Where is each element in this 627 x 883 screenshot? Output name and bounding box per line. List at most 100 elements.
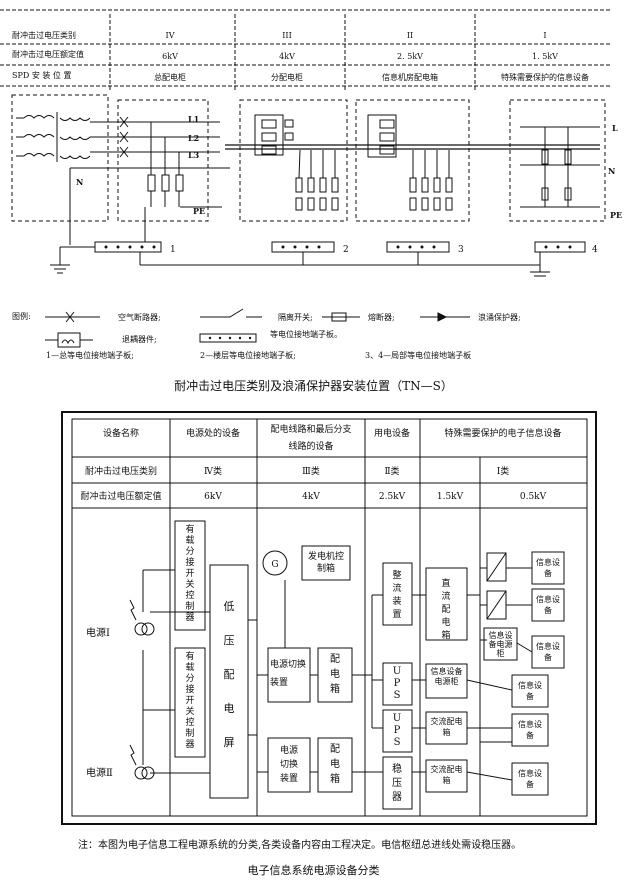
label-pe: PE bbox=[193, 206, 205, 216]
dist-box-2 bbox=[317, 737, 353, 793]
col-ii-position: 信息机房配电箱 bbox=[382, 72, 438, 82]
ups-box-2 bbox=[382, 709, 413, 753]
legend-bar-dots bbox=[208, 336, 252, 340]
hdr-load: 用电设备 bbox=[374, 427, 410, 439]
info-cab-2-label: 信息设备电源柜 bbox=[488, 631, 513, 658]
legend-breaker: 空气断路器; bbox=[118, 312, 161, 322]
legend-isolator: 隔离开关; bbox=[278, 312, 313, 322]
info-box-6 bbox=[511, 762, 549, 796]
transfer-box-1 bbox=[267, 647, 311, 703]
earth-bars bbox=[50, 207, 586, 277]
source-2-icon bbox=[129, 744, 155, 780]
rectifier-label: 整流装置 bbox=[392, 571, 402, 620]
info-5-label: 信息设备 bbox=[518, 720, 542, 740]
col-iv-cat: IV bbox=[166, 31, 175, 40]
legend-note-1: 1—总等电位接地端子板; bbox=[46, 350, 134, 360]
label-l3: L3 bbox=[188, 150, 200, 160]
col-ii-cat: II bbox=[407, 31, 413, 40]
switch-controller-2 bbox=[174, 647, 206, 758]
earth-bar-dots bbox=[104, 245, 572, 249]
source-2-label: 电源Ⅱ bbox=[86, 768, 113, 779]
hdr-special: 特殊需要保护的电子信息设备 bbox=[444, 427, 561, 439]
info-cab-box-1 bbox=[425, 663, 468, 699]
ups-2-label: UPS bbox=[392, 713, 402, 748]
source-1-icon bbox=[129, 599, 155, 636]
ac-dist-2-label: 交流配电箱 bbox=[430, 765, 463, 785]
col-iii-position: 分配电柜 bbox=[271, 72, 303, 82]
bottom-connections bbox=[142, 567, 533, 781]
converter-box-1 bbox=[486, 552, 507, 582]
bar-3-label: 3 bbox=[458, 245, 464, 255]
label-n: N bbox=[76, 177, 83, 187]
top-header-table bbox=[0, 9, 612, 90]
switch-controller-1 bbox=[174, 520, 206, 631]
col-i-value: 1. 5kV bbox=[532, 52, 558, 61]
info-2-label: 信息设备 bbox=[536, 595, 560, 615]
bottom-note: 注：本图为电子信息工程电源系统的分类,各类设备内容由工程决定。电信枢纽总进线处需… bbox=[78, 840, 522, 851]
legend-title: 图例: bbox=[12, 311, 31, 321]
info-box-1 bbox=[531, 551, 565, 585]
legend-decoupler: 退耦器件; bbox=[122, 334, 157, 344]
row-rated-label: 耐冲击过电压额定值 bbox=[12, 49, 84, 59]
transfer-box-2 bbox=[267, 737, 311, 793]
info-3-label: 信息设备 bbox=[536, 642, 560, 662]
transformer-icon bbox=[16, 112, 91, 162]
ups-box-1 bbox=[382, 662, 413, 706]
stabilizer-box bbox=[382, 756, 413, 810]
row-rated-v4: 1.5kV bbox=[437, 492, 464, 502]
bar-2-label: 2 bbox=[343, 245, 349, 255]
info-box-5 bbox=[511, 713, 549, 747]
hdr-name: 设备名称 bbox=[103, 427, 139, 439]
row-position-label: SPD 安 装 位 置 bbox=[12, 70, 71, 80]
row-category-label: 耐冲击过电压类别 bbox=[12, 30, 76, 40]
bar-1-label: 1 bbox=[170, 245, 176, 255]
info-1-label: 信息设备 bbox=[536, 558, 560, 578]
legend-symbols bbox=[45, 308, 470, 348]
row-cat-v4: Ⅰ类 bbox=[497, 465, 510, 477]
row-cat-label: 耐冲击过电压类别 bbox=[85, 465, 157, 477]
equipment-boxes bbox=[11, 94, 606, 222]
hdr-dist-b: 线路的设备 bbox=[288, 440, 333, 452]
col-i-cat: I bbox=[543, 31, 546, 40]
transfer-1-label: 电源切换装置 bbox=[270, 660, 307, 688]
col-ii-value: 2. 5kV bbox=[397, 52, 423, 61]
switch-controller-1-label: 有载分接开关控制器 bbox=[185, 525, 195, 623]
transfer-2-label: 电源切换装置 bbox=[279, 746, 298, 784]
stabilizer-label: 稳压器 bbox=[392, 764, 402, 803]
converter-diagonals bbox=[486, 552, 507, 620]
main-bus-lines bbox=[69, 121, 600, 245]
dist-2-label: 配电箱 bbox=[330, 744, 340, 785]
rectifier-box bbox=[382, 562, 413, 626]
info-box-2 bbox=[531, 588, 565, 622]
out-n-label: N bbox=[608, 166, 615, 176]
row-rated-label: 耐冲击过电压额定值 bbox=[80, 490, 161, 502]
row-cat-v2: Ⅲ类 bbox=[302, 465, 320, 477]
generator-icon bbox=[262, 550, 288, 576]
col-iii-cat: III bbox=[282, 31, 291, 40]
switch-controller-2-label: 有载分接开关控制器 bbox=[185, 652, 195, 750]
decoupler-group-2 bbox=[254, 114, 339, 211]
label-l2: L2 bbox=[188, 133, 199, 143]
info-cab-1-label: 信息设备电源柜 bbox=[430, 667, 463, 686]
info-6-label: 信息设备 bbox=[518, 769, 542, 789]
ac-dist-box-1 bbox=[425, 711, 468, 745]
bottom-table-frame bbox=[61, 411, 597, 825]
col-iv-value: 6kV bbox=[162, 52, 178, 61]
legend-note-2: 2—楼层等电位接地端子板; bbox=[200, 350, 296, 360]
out-pe-label: PE bbox=[610, 210, 622, 220]
legend-bar: 等电位接地端子板。 bbox=[270, 329, 342, 339]
breaker-icons bbox=[119, 116, 129, 158]
label-l1: L1 bbox=[188, 114, 199, 124]
ac-dist-box-2 bbox=[425, 759, 468, 793]
source-1-label: 电源Ⅰ bbox=[86, 628, 110, 639]
legend-fuse: 熔断器; bbox=[368, 312, 395, 322]
row-rated-v2: 4kV bbox=[302, 492, 320, 502]
col-iii-value: 4kV bbox=[279, 52, 295, 61]
ups-1-label: UPS bbox=[392, 666, 402, 701]
dist-box-1 bbox=[317, 647, 353, 703]
dist-1-label: 配电箱 bbox=[330, 654, 340, 695]
bottom-caption: 电子信息系统电源设备分类 bbox=[247, 864, 380, 877]
info-cab-box-2 bbox=[483, 627, 518, 661]
hdr-dist-a: 配电线路和最后分支 bbox=[270, 423, 351, 435]
